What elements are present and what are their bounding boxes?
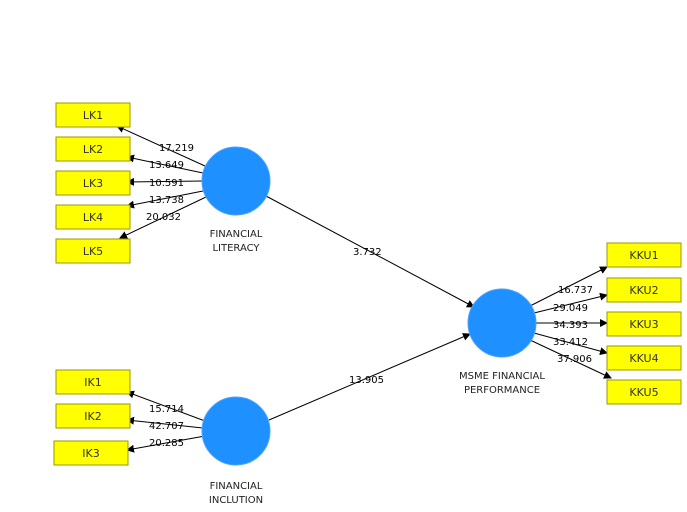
indicator-lk3[interactable]: LK3 xyxy=(55,170,131,196)
path-label-literacy: 3.732 xyxy=(353,247,382,258)
edge-kku2 xyxy=(533,292,608,314)
indicator-kku4-label: KKU4 xyxy=(629,352,658,365)
indicator-lk5[interactable]: LK5 xyxy=(55,238,131,264)
indicator-ik1[interactable]: IK1 xyxy=(55,369,131,395)
indicator-ik3[interactable]: IK3 xyxy=(53,440,129,466)
indicator-ik3-label: IK3 xyxy=(82,447,99,460)
weight-kku2: 29.049 xyxy=(553,303,588,314)
indicator-lk4[interactable]: LK4 xyxy=(55,204,131,230)
edge-lk2 xyxy=(126,154,204,174)
indicator-lk3-label: LK3 xyxy=(83,177,103,190)
weight-kku5: 37.906 xyxy=(557,354,592,365)
edge-ik2 xyxy=(126,416,204,429)
performance-label-line2: PERFORMANCE xyxy=(464,385,540,396)
path-label-inclution: 13.905 xyxy=(349,375,384,386)
indicator-lk2[interactable]: LK2 xyxy=(55,136,131,162)
weight-lk2: 13.649 xyxy=(149,160,184,171)
indicator-lk1[interactable]: LK1 xyxy=(55,102,131,128)
weight-ik3: 20.285 xyxy=(149,438,184,449)
indicator-kku5-label: KKU5 xyxy=(629,386,658,399)
weight-lk5: 20.032 xyxy=(146,212,181,223)
weight-kku4: 33.412 xyxy=(553,337,588,348)
performance-label-line1: MSME FINANCIAL xyxy=(459,371,545,382)
inclution-label-line1: FINANCIAL xyxy=(210,481,263,492)
construct-msme-financial-performance[interactable] xyxy=(467,288,537,358)
edge-ik1 xyxy=(126,390,206,422)
indicator-lk4-label: LK4 xyxy=(83,211,103,224)
literacy-label-line1: FINANCIAL xyxy=(210,229,263,240)
weight-kku3: 34.393 xyxy=(553,320,588,331)
indicator-kku1-label: KKU1 xyxy=(629,249,658,262)
edge-lk4 xyxy=(126,190,204,209)
literacy-label-line2: LITERACY xyxy=(212,243,260,254)
indicator-kku5[interactable]: KKU5 xyxy=(606,379,682,405)
indicator-kku2[interactable]: KKU2 xyxy=(606,277,682,303)
edge-lk3 xyxy=(126,177,203,186)
indicator-ik1-label: IK1 xyxy=(84,376,101,389)
indicator-lk1-label: LK1 xyxy=(83,109,103,122)
weight-lk3: 10.591 xyxy=(149,178,184,189)
weight-ik2: 42.707 xyxy=(149,421,184,432)
weight-lk4: 13.738 xyxy=(149,195,184,206)
edge-ik3 xyxy=(126,435,206,453)
weight-kku1: 16.737 xyxy=(558,285,593,296)
indicator-kku4[interactable]: KKU4 xyxy=(606,345,682,371)
inclution-label-line2: INCLUTION xyxy=(209,495,263,506)
path-literacy-to-performance xyxy=(265,195,475,308)
indicator-lk2-label: LK2 xyxy=(83,143,103,156)
construct-financial-literacy[interactable] xyxy=(201,146,271,216)
edge-lk1 xyxy=(116,125,206,167)
indicator-ik2[interactable]: IK2 xyxy=(55,403,131,429)
indicator-kku1[interactable]: KKU1 xyxy=(606,242,682,268)
edge-kku5 xyxy=(529,339,612,379)
edge-kku1 xyxy=(529,266,608,307)
indicator-kku3[interactable]: KKU3 xyxy=(606,311,682,337)
construct-financial-inclution[interactable] xyxy=(201,396,271,466)
edge-lk5 xyxy=(119,196,207,239)
weight-lk1: 17.219 xyxy=(159,143,194,154)
indicator-kku2-label: KKU2 xyxy=(629,284,658,297)
indicator-ik2-label: IK2 xyxy=(84,410,101,423)
indicator-lk5-label: LK5 xyxy=(83,245,103,258)
edge-kku4 xyxy=(533,332,608,356)
weight-ik1: 15.714 xyxy=(149,404,184,415)
path-inclution-to-performance xyxy=(268,333,471,421)
indicator-kku3-label: KKU3 xyxy=(629,318,658,331)
